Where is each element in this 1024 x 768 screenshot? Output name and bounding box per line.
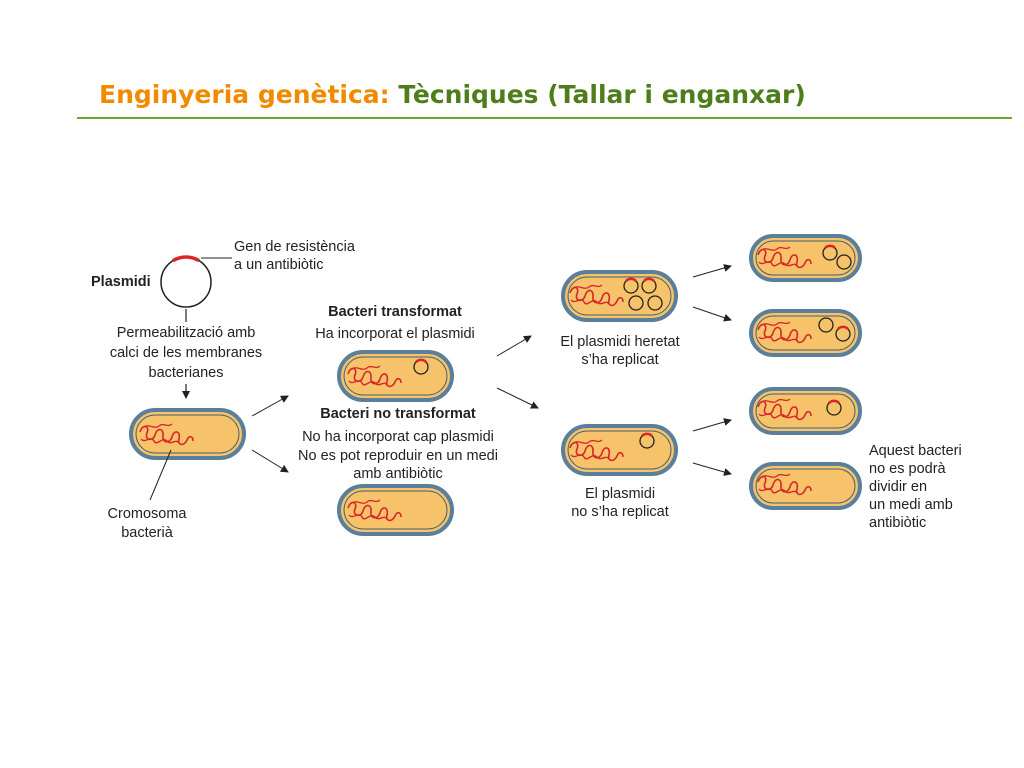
plasmid-not-replicated-line-2: no s’ha replicat — [571, 504, 669, 520]
arrow-to-daughter-4 — [692, 462, 732, 476]
bacterium-not-transformed — [337, 484, 454, 536]
chromosome-label-line-1: Cromosoma — [107, 506, 187, 522]
arrow-to-daughter-3 — [692, 418, 732, 432]
arrow-to-not-replicated — [496, 387, 539, 409]
plasmid-circle — [160, 255, 212, 308]
cannot-divide-line-2: no es podrà — [869, 461, 946, 477]
daughter-bacterium-2 — [749, 309, 862, 357]
arrow-to-daughter-1 — [692, 264, 732, 278]
cannot-divide-line-5: antibiòtic — [869, 515, 927, 531]
not-transformed-line-1: No ha incorporat cap plasmidi — [302, 429, 494, 445]
plasmid-label: Plasmidi — [91, 274, 151, 290]
cannot-divide-line-3: dividir en — [869, 479, 928, 495]
arrow-to-daughter-2 — [692, 306, 732, 322]
bacterium-plasmids-replicated — [561, 270, 678, 322]
gene-label-line-2: a un antibiòtic — [234, 257, 324, 273]
permeabilization-line-2: calci de les membranes — [109, 345, 263, 361]
arrow-to-transformed — [251, 395, 289, 417]
gene-label-line-1: Gen de resistència — [234, 239, 355, 255]
daughter-bacterium-1 — [749, 234, 862, 282]
slide-title: Enginyeria genètica: Tècniques (Tallar i… — [99, 80, 806, 109]
daughter-bacterium-3 — [749, 387, 862, 435]
bacterium-original — [129, 408, 246, 460]
cannot-divide-line-4: un medi amb — [869, 497, 953, 513]
not-transformed-title: Bacteri no transformat — [320, 406, 476, 422]
title-part-2: Tècniques (Tallar i enganxar) — [398, 80, 806, 109]
title-underline — [77, 117, 1012, 119]
transformed-title: Bacteri transformat — [328, 304, 462, 320]
chromosome-pointer — [149, 449, 172, 501]
not-transformed-line-2: No es pot reproduir en un medi — [298, 448, 498, 464]
arrow-to-replicated — [496, 335, 532, 357]
cannot-divide-line-1: Aquest bacteri — [869, 443, 962, 459]
plasmid-inherited-line-1: El plasmidi heretat — [560, 334, 680, 350]
arrow-to-not-transformed — [251, 449, 289, 473]
plasmid-not-replicated-line-1: El plasmidi — [584, 486, 656, 502]
title-part-1: Enginyeria genètica: — [99, 80, 390, 109]
transformed-description: Ha incorporat el plasmidi — [315, 326, 475, 342]
chromosome-label-line-2: bacterià — [121, 525, 173, 541]
permeabilization-line-1: Permeabilització amb — [116, 325, 256, 341]
daughter-bacterium-4 — [749, 462, 862, 510]
bacterium-plasmid-not-replicated — [561, 424, 678, 476]
bacterium-transformed — [337, 350, 454, 402]
not-transformed-line-3: amb antibiòtic — [353, 466, 443, 482]
plasmid-inherited-line-2: s’ha replicat — [581, 352, 659, 368]
permeabilization-line-3: bacterianes — [148, 365, 224, 381]
